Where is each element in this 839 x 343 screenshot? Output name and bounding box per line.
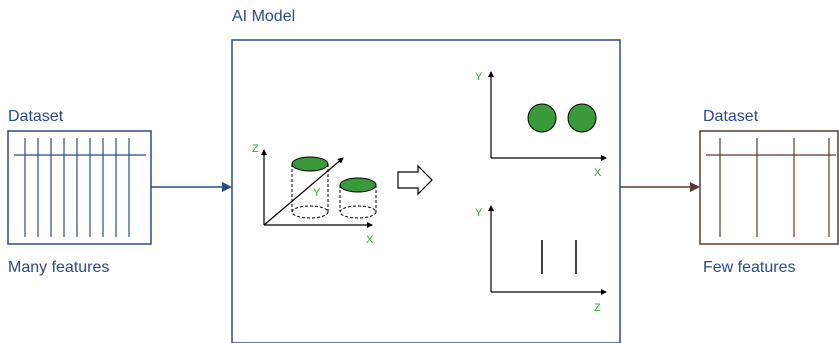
plot-top-y-label: Y [475, 71, 483, 83]
plot-top: Y X [475, 71, 607, 179]
plot-bottom-x-label: Z [594, 302, 601, 314]
plot-bottom-y-label: Y [475, 207, 483, 219]
cylinder-2 [339, 177, 377, 219]
plot3d-y-label: Y [313, 187, 321, 199]
cluster-circle-2 [567, 103, 597, 133]
plot3d-x-label: X [366, 234, 374, 246]
cluster-circle-1 [527, 103, 557, 133]
plot-top-x-label: X [594, 167, 602, 179]
input-dataset-caption: Many features [8, 259, 110, 276]
output-dataset-caption: Few features [703, 259, 796, 276]
transform-arrow-icon [397, 164, 433, 196]
plot-3d: Z Y X [252, 143, 377, 246]
model-title: AI Model [232, 8, 296, 25]
cylinder-1 [291, 156, 329, 219]
input-dataset-table [7, 130, 152, 245]
output-dataset-title: Dataset [703, 108, 759, 125]
model-box [231, 39, 621, 343]
y-axis [263, 157, 344, 226]
output-dataset-table [699, 130, 839, 245]
plot3d-z-label: Z [252, 143, 259, 155]
input-dataset-title: Dataset [8, 108, 64, 125]
plot-bottom: Y Z [475, 205, 607, 314]
